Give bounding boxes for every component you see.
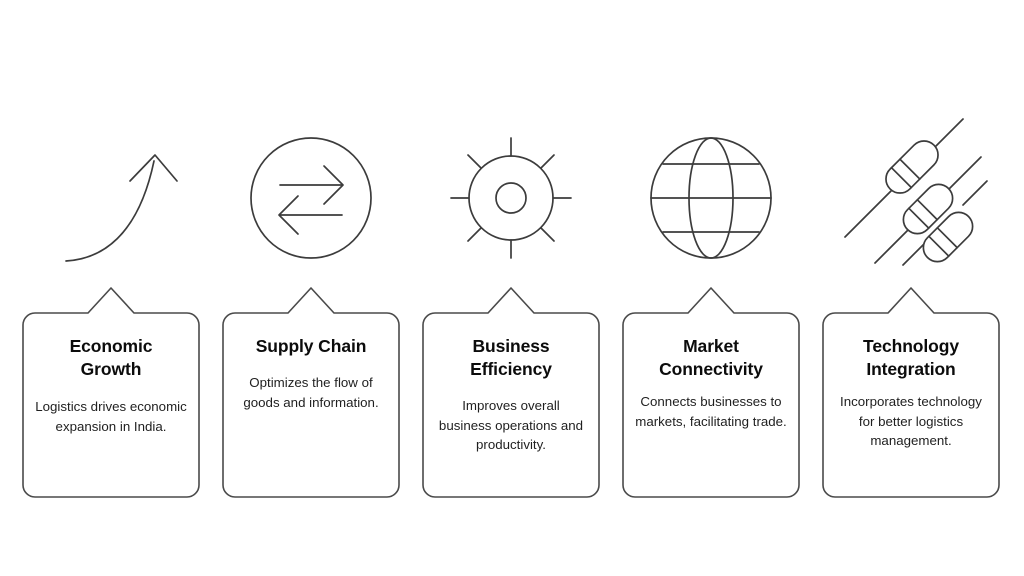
card-title-line-1: Business xyxy=(472,336,550,356)
card-supply-chain[interactable]: Supply Chain Optimizes the flow of goods… xyxy=(222,286,400,498)
card-title-line-2: Connectivity xyxy=(659,359,763,379)
card-column-economic-growth: Economic Growth Logistics drives economi… xyxy=(22,0,200,576)
card-row: Economic Growth Logistics drives economi… xyxy=(22,0,1000,576)
card-column-technology-integration: Technology Integration Incorporates tech… xyxy=(822,0,1000,576)
card-description: Optimizes the flow of goods and informat… xyxy=(243,375,379,410)
card-content: Business Efficiency Improves overall bus… xyxy=(431,313,591,498)
card-title-line-1: Technology xyxy=(863,336,959,356)
card-technology-integration[interactable]: Technology Integration Incorporates tech… xyxy=(822,286,1000,498)
card-business-efficiency[interactable]: Business Efficiency Improves overall bus… xyxy=(422,286,600,498)
growth-arrow-icon xyxy=(23,128,199,268)
card-description: Logistics drives economic expansion in I… xyxy=(35,399,187,434)
card-market-connectivity[interactable]: Market Connectivity Connects businesses … xyxy=(622,286,800,498)
card-title-line-2: Integration xyxy=(866,359,956,379)
exchange-arrows-circle-icon xyxy=(223,128,399,268)
card-title: Technology Integration xyxy=(835,335,987,381)
card-content: Technology Integration Incorporates tech… xyxy=(831,313,991,498)
card-title-line-1: Economic xyxy=(69,336,153,356)
gear-sun-icon xyxy=(423,128,599,268)
card-economic-growth[interactable]: Economic Growth Logistics drives economi… xyxy=(22,286,200,498)
card-title-line-1: Market xyxy=(683,336,739,356)
card-content: Market Connectivity Connects businesses … xyxy=(631,313,791,498)
card-description: Incorporates technology for better logis… xyxy=(840,394,982,448)
card-description: Improves overall business operations and… xyxy=(438,398,584,452)
card-column-business-efficiency: Business Efficiency Improves overall bus… xyxy=(422,0,600,576)
card-column-supply-chain: Supply Chain Optimizes the flow of goods… xyxy=(222,0,400,576)
card-content: Economic Growth Logistics drives economi… xyxy=(31,313,191,498)
resistors-icon xyxy=(823,118,999,268)
card-column-market-connectivity: Market Connectivity Connects businesses … xyxy=(622,0,800,576)
card-title-line-2: Efficiency xyxy=(470,359,552,379)
card-title: Market Connectivity xyxy=(635,335,787,381)
globe-icon xyxy=(623,128,799,268)
card-title: Business Efficiency xyxy=(435,335,587,381)
card-description: Connects businesses to markets, facilita… xyxy=(635,394,787,429)
card-title: Economic Growth xyxy=(35,335,187,381)
card-content: Supply Chain Optimizes the flow of goods… xyxy=(231,313,391,498)
card-title-line-1: Supply Chain xyxy=(255,336,367,356)
card-title: Supply Chain xyxy=(235,335,387,358)
card-title-line-2: Growth xyxy=(80,359,142,379)
